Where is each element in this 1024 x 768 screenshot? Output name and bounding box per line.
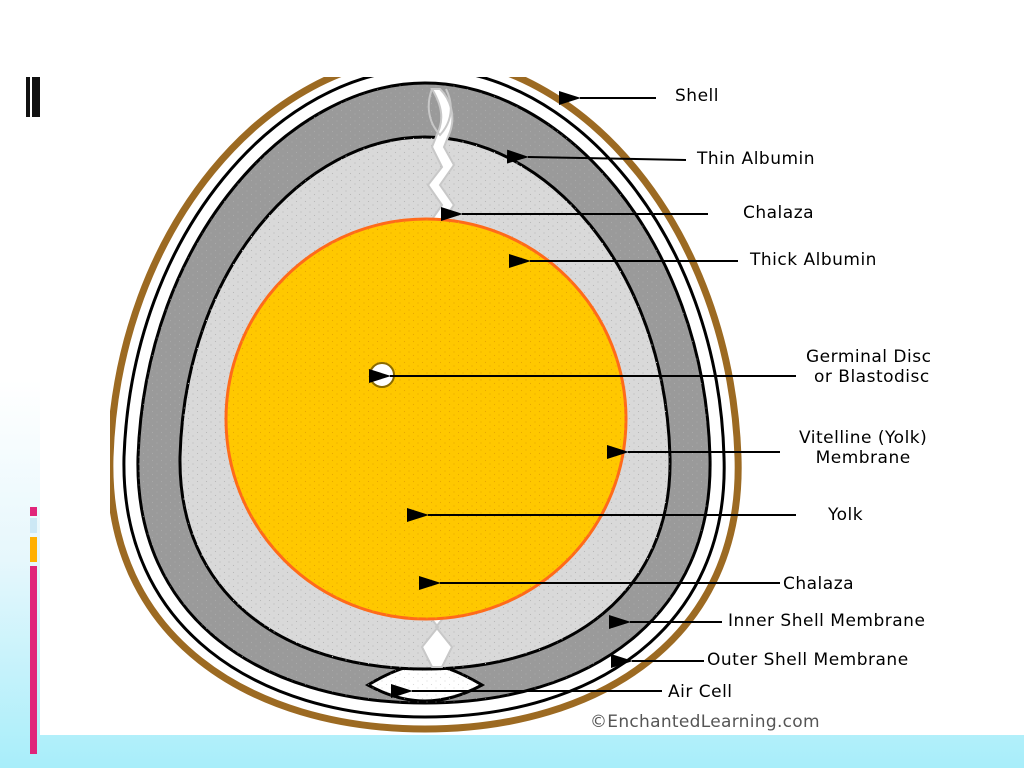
egg-illustration [110, 77, 796, 733]
label-vitelline-line2: Membrane [815, 448, 911, 468]
label-chalaza-top: Chalaza [743, 203, 815, 223]
label-air-cell: Air Cell [668, 682, 733, 702]
accent-bar-pink [30, 507, 37, 516]
egg-diagram: Shell Thin Albumin Chalaza Thick Albumin… [110, 77, 998, 734]
label-thick-albumin: Thick Albumin [750, 250, 877, 270]
label-vitelline: Vitelline (Yolk) Membrane [799, 428, 927, 468]
label-germinal-disc-line1: Germinal Disc [806, 347, 932, 367]
copyright-credit: ©EnchantedLearning.com [590, 712, 820, 732]
label-thin-albumin: Thin Albumin [697, 149, 816, 169]
leader-line-thin-albumin [506, 149, 687, 164]
label-outer-shell-membrane: Outer Shell Membrane [707, 650, 909, 670]
label-shell: Shell [675, 86, 719, 106]
corner-decoration-bar [32, 77, 36, 117]
corner-decoration-bar [26, 77, 30, 117]
accent-bar-light [30, 518, 37, 533]
label-germinal-disc: Germinal Disc or Blastodisc [806, 347, 931, 387]
label-yolk: Yolk [828, 505, 864, 525]
label-germinal-disc-line2: or Blastodisc [814, 367, 930, 387]
accent-bar-pink-long [30, 566, 37, 754]
label-inner-shell-membrane: Inner Shell Membrane [728, 611, 926, 631]
accent-bar-orange [30, 537, 37, 562]
label-vitelline-line1: Vitelline (Yolk) [799, 428, 928, 448]
corner-decoration-bar [36, 77, 40, 117]
label-chalaza-bottom: Chalaza [783, 574, 855, 594]
